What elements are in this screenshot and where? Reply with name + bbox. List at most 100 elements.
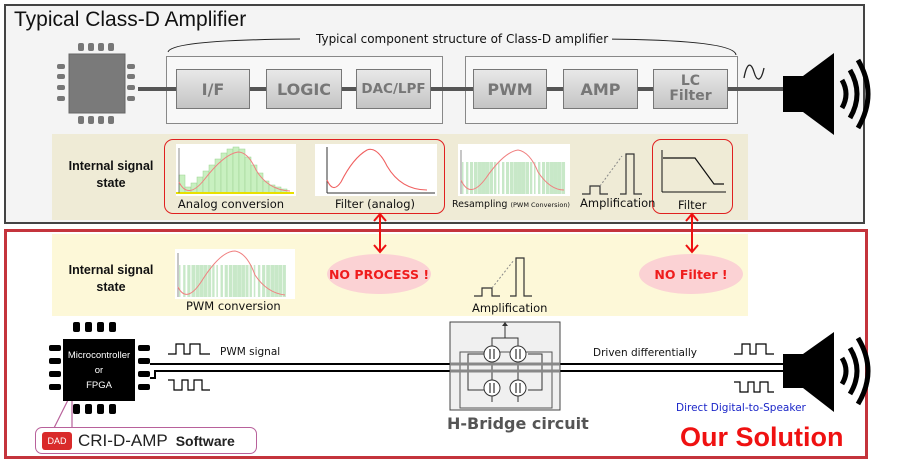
pwm-bar [233,265,237,297]
block-lc-filter: LC Filter [653,69,728,109]
panel-title: Typical Class-D Amplifier [14,8,247,31]
block-amp: AMP [563,69,638,109]
pwm-bar [470,162,474,194]
pwm-bar [253,265,256,297]
caption-filter-analog: Filter (analog) [334,197,416,211]
top-signal-state-label: Internal signal state [68,159,154,190]
caption-pwm-conversion: PWM conversion [186,299,281,313]
pwm-bar [518,162,522,194]
amplification-icon-bottom [474,257,532,297]
pwm-bar [474,162,478,194]
caption-analog-conversion: Analog conversion [177,197,285,211]
mcu-chip-pins [49,322,150,429]
mcu-chip: Microcontroller or FPGA [63,339,135,401]
pwm-bar [550,162,554,194]
pwm-bar [187,265,191,297]
pwm-bar [466,162,469,194]
resampling-chart [458,144,570,196]
block-dac-lpf: DAC/LPF [356,69,431,109]
caption-resampling-sub: (PWM Conversion) [510,201,570,209]
pwm-bar [228,265,233,297]
pwm-bar [278,265,283,297]
signal-wire-inner [166,87,738,91]
pwm-bar [220,265,223,297]
pwm-signal-label: PWM signal [220,346,281,358]
pwm-bar [274,265,279,297]
no-process-bubble: NO PROCESS ! [327,254,431,294]
block-pwm: PWM [473,69,547,109]
pwm-bar [212,265,215,297]
caption-amplification-bottom: Amplification [472,301,548,315]
pwm-conversion-chart [175,249,295,299]
h-bridge-label: H-Bridge circuit [447,414,589,433]
software-label: Software [175,432,235,449]
pwm-bar [208,265,212,297]
pwm-bar [241,265,245,297]
pwm-bar [262,265,266,297]
bottom-signal-state-label: Internal signal state [68,263,154,294]
pwm-bar [245,265,249,297]
sine-wave-icon [743,64,765,80]
pwm-bar [502,162,505,194]
pwm-bar [237,265,242,297]
mcu-line-1: Microcontroller [67,349,131,361]
structure-subtitle: Typical component structure of Class-D a… [312,32,613,46]
amplification-icon [582,153,642,195]
pwm-bar [486,162,490,194]
pwm-bar [514,162,518,194]
filter-analog-chart [315,144,437,196]
pwm-bar [554,162,558,194]
top-analog-frame [164,139,445,214]
speaker-icon-bottom [783,332,871,412]
pwm-bar [506,162,510,194]
pwm-bar [562,162,566,194]
brand-name: CRI-D-AMP [78,430,168,450]
pwm-bar [534,162,536,194]
pwm-bar [522,162,526,194]
pwm-bar [203,265,208,297]
caption-resampling: Resampling (PWM Conversion) [452,199,570,210]
pwm-bar [482,162,486,194]
mcu-line-3: FPGA [86,379,112,391]
our-solution-title: Our Solution [680,422,844,452]
pwm-bar [282,265,286,297]
pwm-bar [462,162,464,194]
pwm-bar [249,265,252,297]
pwm-bar [510,162,514,194]
pwm-bar [478,162,482,194]
block-logic: LOGIC [266,69,342,109]
no-filter-bubble: NO Filter ! [639,254,743,294]
caption-filter: Filter [678,198,707,212]
pwm-bar [494,162,497,194]
direct-digital-label: Direct Digital-to-Speaker [676,402,806,414]
pwm-bar [546,162,550,194]
pwm-bar [266,265,270,297]
pwm-bar [179,265,181,297]
h-bridge-circuit [449,321,561,411]
pwm-bar [191,265,196,297]
pwm-bar [183,265,186,297]
mcu-line-2: or [94,364,104,376]
pwm-bar [270,265,275,297]
pwm-bar [490,162,494,194]
pwm-bar [526,162,530,194]
pwm-bar [224,265,228,297]
pwm-bar [498,162,500,194]
pwm-bar [195,265,200,297]
caption-amplification-top: Amplification [580,196,656,210]
analog-conversion-chart [176,144,296,196]
pwm-bar [216,265,218,297]
pwm-bar [542,162,546,194]
pwm-bar [558,162,562,194]
pwm-bar [530,162,533,194]
pwm-bar [538,162,541,194]
caption-resampling-main: Resampling [452,199,508,210]
chip-icon [57,43,135,124]
driven-label: Driven differentially [593,347,697,359]
speaker-icon [783,53,871,135]
dad-logo: DAD [42,431,72,450]
block-if: I/F [176,69,250,109]
filter-response-chart [661,150,726,193]
